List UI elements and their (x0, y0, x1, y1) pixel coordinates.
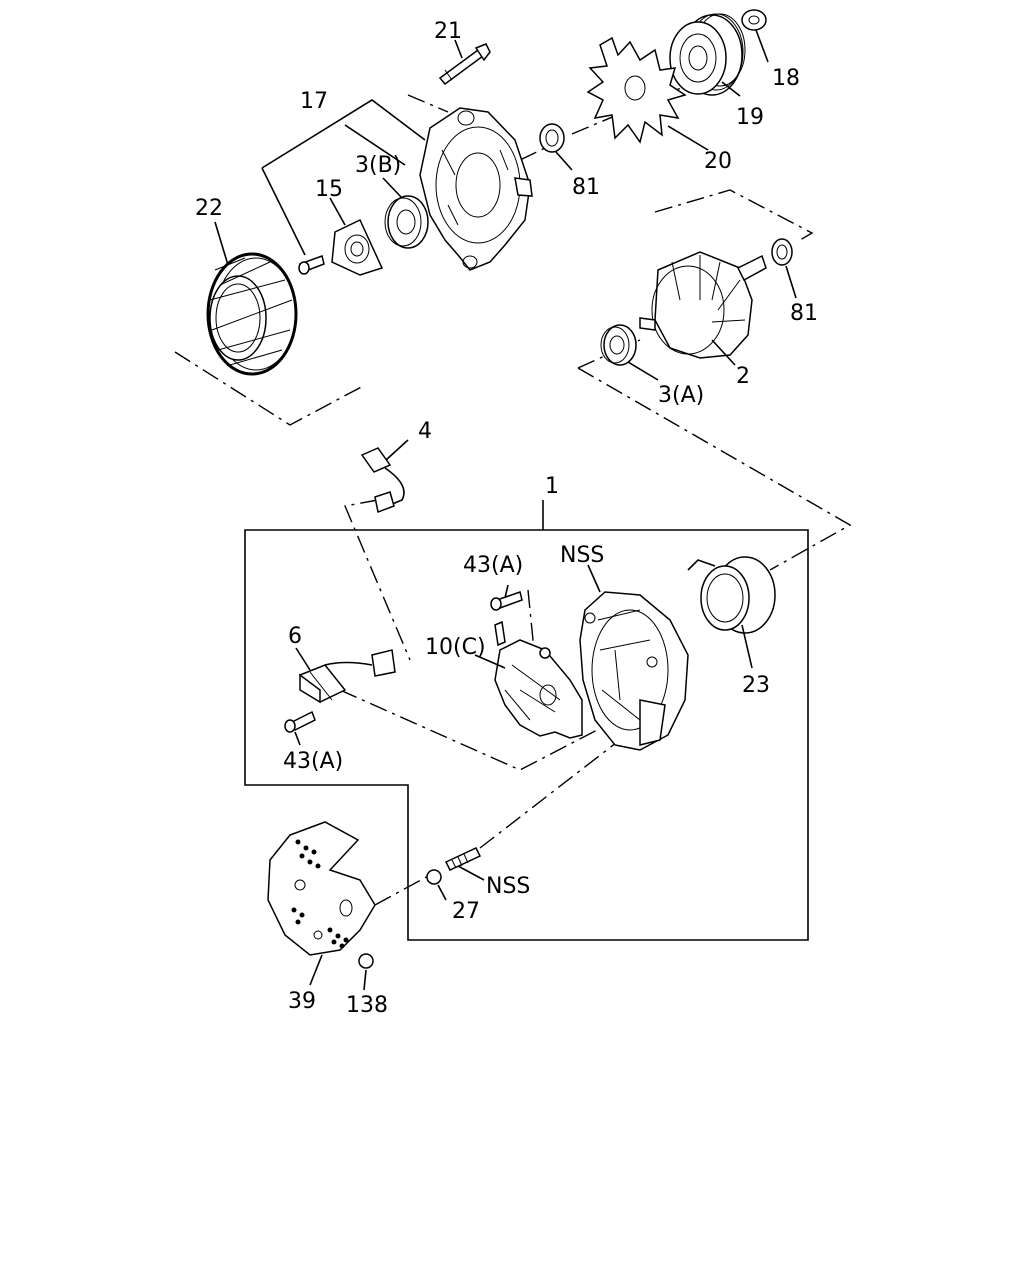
label-nss-top: NSS (560, 543, 604, 568)
label-39: 39 (288, 989, 316, 1014)
label-81-top: 81 (572, 175, 600, 200)
label-4: 4 (418, 419, 432, 444)
rear-housing (579, 591, 689, 751)
label-23: 23 (742, 673, 770, 698)
label-43a-top: 43(A) (463, 553, 523, 578)
nut-138 (358, 953, 374, 969)
label-81-right: 81 (790, 301, 818, 326)
label-2: 2 (736, 364, 750, 389)
connector-harness-4 (360, 447, 405, 514)
rotor-2 (639, 251, 767, 359)
retainer-screw (298, 255, 325, 275)
label-17: 17 (300, 89, 328, 114)
label-21: 21 (434, 19, 462, 44)
center-line-rotor-top (654, 189, 814, 241)
leader-lines (214, 29, 797, 991)
assembly-boundary-frame (244, 529, 809, 941)
center-line-to-rear (577, 367, 852, 571)
spacer-81-top (539, 123, 565, 153)
label-6: 6 (288, 624, 302, 649)
bearing-retainer-15 (331, 218, 384, 276)
rear-shield-39 (267, 821, 376, 956)
label-20: 20 (704, 149, 732, 174)
front-bearing-3b (384, 195, 429, 249)
label-1: 1 (545, 474, 559, 499)
front-housing (419, 107, 533, 271)
center-line-connector (344, 499, 411, 661)
screw-43a-top (490, 591, 523, 611)
label-3b: 3(B) (355, 153, 401, 178)
label-19: 19 (736, 105, 764, 130)
label-10c: 10(C) (425, 635, 486, 660)
rear-cover-23 (687, 556, 776, 634)
stud-bolt-nss (444, 847, 482, 871)
label-22: 22 (195, 196, 223, 221)
rear-bearing-3a (600, 324, 637, 366)
label-15: 15 (315, 177, 343, 202)
rectifier-10c (494, 620, 583, 739)
cooling-fan-20 (586, 36, 687, 144)
label-27: 27 (452, 899, 480, 924)
spacer-81-right (771, 238, 793, 266)
center-line-front (407, 94, 449, 113)
center-line-stator (174, 351, 366, 426)
label-43a-bottom: 43(A) (283, 749, 343, 774)
nut-27 (426, 869, 442, 885)
label-nss-bottom: NSS (486, 874, 530, 899)
center-line-rear-bolt (374, 704, 666, 906)
through-bolt-21 (438, 43, 491, 86)
pulley-19 (669, 13, 746, 96)
pulley-nut-18 (741, 9, 767, 31)
stator-22 (206, 252, 298, 376)
label-3a: 3(A) (658, 383, 704, 408)
regulator-6 (298, 649, 396, 704)
screw-43a-bottom (284, 710, 316, 733)
label-138: 138 (346, 993, 388, 1018)
leader-17-frame (261, 99, 426, 256)
label-18: 18 (772, 66, 800, 91)
